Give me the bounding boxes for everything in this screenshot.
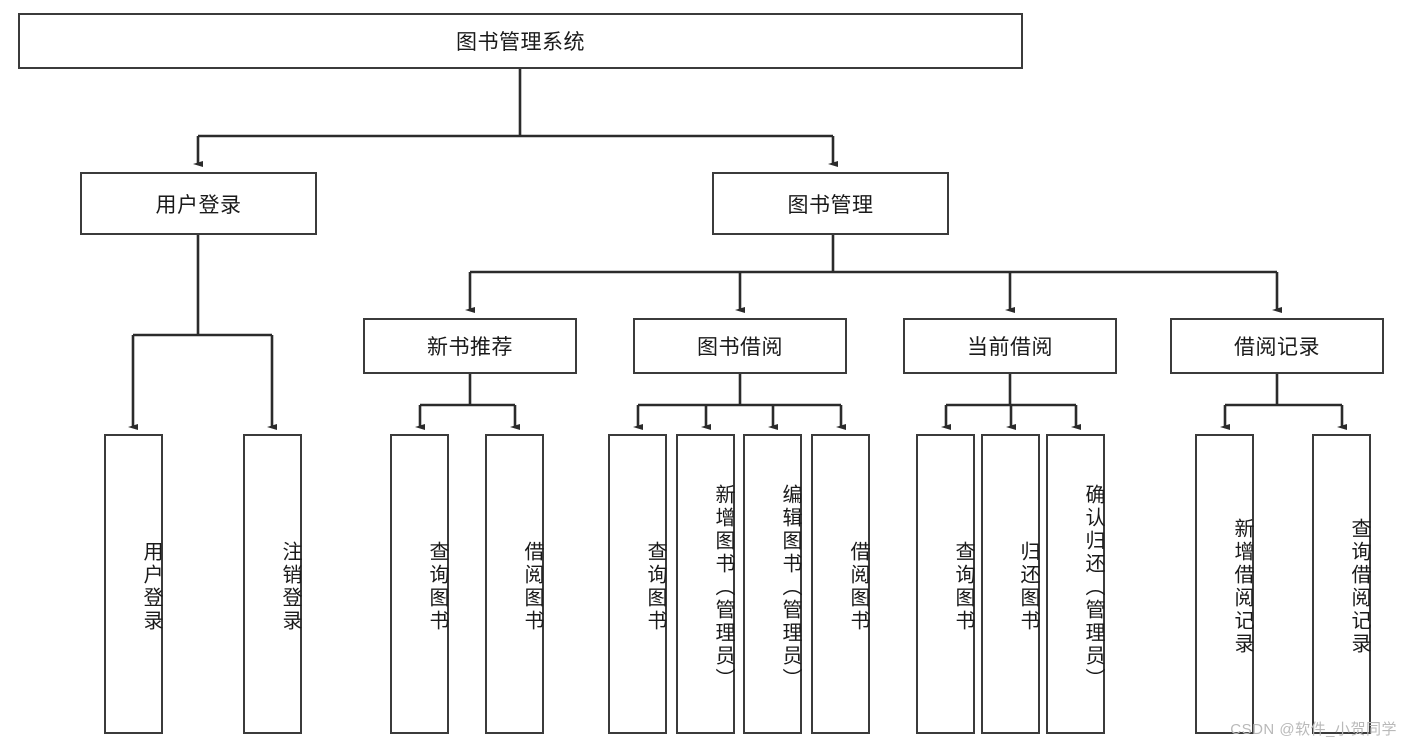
node-label: 用户登录 [140, 541, 162, 633]
node-new-book-recommend[interactable]: 新书推荐 [363, 318, 577, 374]
leaf-current-borrow-query-book[interactable]: 查询图书 [916, 434, 975, 734]
csdn-watermark: CSDN @软件_小贺同学 [1230, 721, 1397, 738]
leaf-book-borrow-add-book-admin[interactable]: 新增图书（管理员） [676, 434, 735, 734]
leaf-current-borrow-return-book[interactable]: 归还图书 [981, 434, 1040, 734]
leaf-book-borrow-edit-book-admin[interactable]: 编辑图书（管理员） [743, 434, 802, 734]
node-label: 新书推荐 [427, 336, 513, 359]
leaf-new-book-borrow-book[interactable]: 借阅图书 [485, 434, 544, 734]
node-label: 借阅图书 [847, 541, 869, 633]
node-user-login[interactable]: 用户登录 [80, 172, 317, 235]
node-label: 归还图书 [1017, 541, 1039, 633]
node-label: 编辑图书（管理员） [779, 483, 801, 691]
leaf-current-borrow-confirm-return-admin[interactable]: 确认归还（管理员） [1046, 434, 1105, 734]
leaf-new-book-query-book[interactable]: 查询图书 [390, 434, 449, 734]
node-label: 查询图书 [952, 541, 974, 633]
leaf-borrow-record-add-record[interactable]: 新增借阅记录 [1195, 434, 1254, 734]
node-label: 查询借阅记录 [1348, 518, 1370, 656]
node-label: 新增图书（管理员） [712, 483, 734, 691]
leaf-book-borrow-query-book[interactable]: 查询图书 [608, 434, 667, 734]
node-label: 查询图书 [644, 541, 666, 633]
leaf-user-login-login[interactable]: 用户登录 [104, 434, 163, 734]
node-current-borrow[interactable]: 当前借阅 [903, 318, 1117, 374]
node-book-management[interactable]: 图书管理 [712, 172, 949, 235]
leaf-borrow-record-query-record[interactable]: 查询借阅记录 [1312, 434, 1371, 734]
node-label: 图书管理系统 [456, 31, 585, 54]
node-book-borrow[interactable]: 图书借阅 [633, 318, 847, 374]
node-label: 借阅记录 [1234, 336, 1320, 359]
node-label: 确认归还（管理员） [1082, 483, 1104, 691]
node-label: 查询图书 [426, 541, 448, 633]
leaf-user-login-logout[interactable]: 注销登录 [243, 434, 302, 734]
node-label: 当前借阅 [967, 336, 1053, 359]
node-label: 图书管理 [787, 193, 874, 217]
node-root-book-management-system[interactable]: 图书管理系统 [18, 13, 1023, 69]
node-label: 注销登录 [279, 541, 301, 633]
node-label: 图书借阅 [697, 336, 783, 359]
node-label: 新增借阅记录 [1231, 518, 1253, 656]
node-borrow-record[interactable]: 借阅记录 [1170, 318, 1384, 374]
node-label: 借阅图书 [521, 541, 543, 633]
node-label: 用户登录 [155, 193, 242, 217]
leaf-book-borrow-borrow-book[interactable]: 借阅图书 [811, 434, 870, 734]
